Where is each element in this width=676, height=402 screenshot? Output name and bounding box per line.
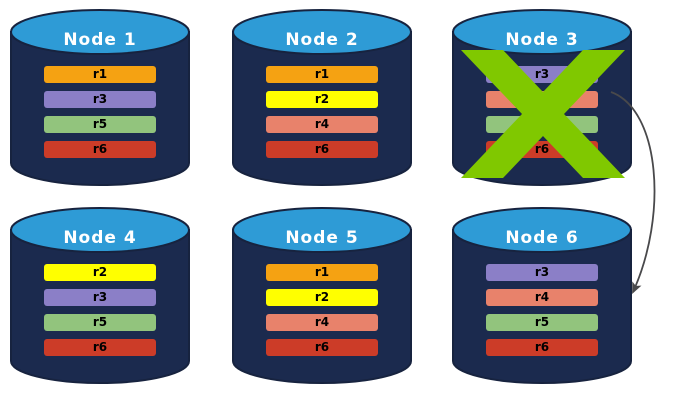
record-bar-r6[interactable]: r6 <box>486 339 598 356</box>
record-bar-r3[interactable]: r3 <box>486 264 598 281</box>
record-bar-r5[interactable]: r5 <box>486 314 598 331</box>
record-bar-r1[interactable]: r1 <box>266 264 378 281</box>
record-bar-r5[interactable]: r5 <box>486 116 598 133</box>
cylinder-top-ellipse <box>10 207 190 253</box>
record-bar-r6[interactable]: r6 <box>266 141 378 158</box>
record-bar-r4[interactable]: r4 <box>266 314 378 331</box>
cylinder-top-ellipse <box>232 9 412 55</box>
record-bar-r6[interactable]: r6 <box>266 339 378 356</box>
record-bar-r2[interactable]: r2 <box>44 264 156 281</box>
record-bar-r1[interactable]: r1 <box>266 66 378 83</box>
record-bar-r6[interactable]: r6 <box>44 339 156 356</box>
record-bar-r5[interactable]: r5 <box>44 314 156 331</box>
record-bar-r1[interactable]: r1 <box>44 66 156 83</box>
cylinder-top-ellipse <box>232 207 412 253</box>
cylinder-top-ellipse <box>452 207 632 253</box>
record-bar-r6[interactable]: r6 <box>486 141 598 158</box>
record-bar-r3[interactable]: r3 <box>44 91 156 108</box>
record-bar-r3[interactable]: r3 <box>44 289 156 306</box>
record-bar-r5[interactable]: r5 <box>44 116 156 133</box>
record-bar-r2[interactable]: r2 <box>266 289 378 306</box>
cylinder-top-ellipse <box>452 9 632 55</box>
record-bar-r3[interactable]: r3 <box>486 66 598 83</box>
record-bar-r6[interactable]: r6 <box>44 141 156 158</box>
record-bar-r2[interactable]: r2 <box>266 91 378 108</box>
record-bar-r4[interactable]: r4 <box>486 289 598 306</box>
cylinder-top-ellipse <box>10 9 190 55</box>
record-bar-r4[interactable]: r4 <box>266 116 378 133</box>
record-bar-r4[interactable]: r4 <box>486 91 598 108</box>
